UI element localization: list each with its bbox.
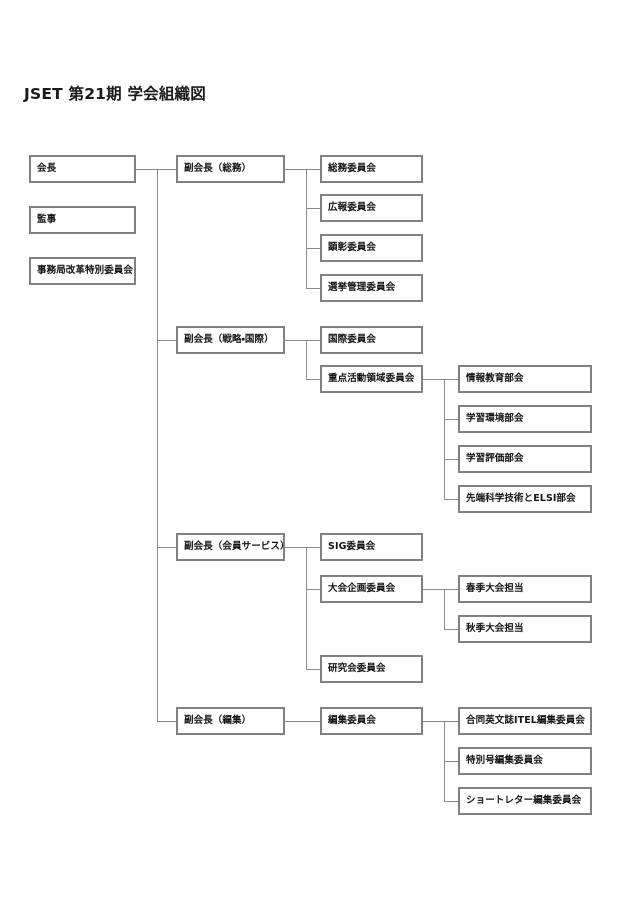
connector-taikai-to-shunki: [444, 589, 458, 590]
node-label: 秋季大会担当: [466, 622, 524, 634]
node-label: 広報委員会: [328, 201, 377, 213]
node-fukukaicho-senryaku-kokusai[interactable]: 副会長（戦略・国際）: [176, 326, 285, 354]
node-label: 学習環境部会: [466, 412, 524, 424]
node-taikai-kikaku-iinkai[interactable]: 大会企画委員会: [320, 575, 423, 603]
node-label: 副会長（会員サービス）: [184, 540, 290, 552]
connector-juten-vertical: [444, 379, 445, 499]
node-label: 国際委員会: [328, 333, 377, 345]
node-shunki-taikai-tanto[interactable]: 春季大会担当: [458, 575, 592, 603]
connector-service-to-taikai: [306, 589, 320, 590]
node-label: 顕彰委員会: [328, 241, 377, 253]
connector-senryaku-to-kokusai: [306, 340, 320, 341]
connector-service-vertical: [306, 547, 307, 669]
node-kenkyukai-iinkai[interactable]: 研究会委員会: [320, 655, 423, 683]
node-label: 総務委員会: [328, 162, 377, 174]
node-label: 春季大会担当: [466, 582, 524, 594]
connector-taikai-out: [423, 589, 444, 590]
connector-henshu-to-tokubetsugo: [444, 761, 458, 762]
node-koho-iinkai[interactable]: 広報委員会: [320, 194, 423, 222]
node-label: ショートレター編集委員会: [466, 794, 582, 806]
connector-somu-to-senkyo: [306, 288, 320, 289]
node-label: 事務局改革特別委員会: [37, 264, 134, 276]
connector-somu-vertical: [306, 169, 307, 288]
connector-taikai-to-shuki: [444, 629, 458, 630]
node-label: 先端科学技術とELSI部会: [466, 492, 576, 504]
node-label: 副会長（戦略・国際）: [184, 333, 274, 345]
connector-juten-to-sentan-elsi: [444, 499, 458, 500]
node-short-letter-henshu-iinkai[interactable]: ショートレター編集委員会: [458, 787, 592, 815]
node-jimukyoku-kaikaku[interactable]: 事務局改革特別委員会: [29, 257, 136, 285]
connector-fuku-henshu-to-henshu-iinkai: [285, 721, 320, 722]
node-kanji[interactable]: 監事: [29, 206, 136, 234]
node-kaicho[interactable]: 会長: [29, 155, 136, 183]
node-label: 監事: [37, 213, 57, 225]
connector-senryaku-vertical: [306, 340, 307, 379]
connector-trunk-to-fuku-service: [157, 547, 176, 548]
node-joho-kyoiku-bukai[interactable]: 情報教育部会: [458, 365, 592, 393]
connector-juten-to-johokyoiku: [444, 379, 458, 380]
connector-henshu-out: [423, 721, 444, 722]
node-gakushu-kankyo-bukai[interactable]: 学習環境部会: [458, 405, 592, 433]
connector-taikai-vertical: [444, 589, 445, 629]
connector-fuku-somu-out: [285, 169, 306, 170]
connector-juten-out: [423, 379, 444, 380]
connector-henshu-to-itel: [444, 721, 458, 722]
connector-juten-to-gakushukankyo: [444, 419, 458, 420]
node-label: 合同英文誌ITEL編集委員会: [466, 714, 585, 726]
node-label: 情報教育部会: [466, 372, 524, 384]
connector-trunk-vertical: [157, 169, 158, 721]
node-label: 副会長（総務）: [184, 162, 252, 174]
node-sentan-kagaku-gijutsu-elsi-bukai[interactable]: 先端科学技術とELSI部会: [458, 485, 592, 513]
node-label: 編集委員会: [328, 714, 377, 726]
node-juten-katsudo-ryoiki-iinkai[interactable]: 重点活動領域委員会: [320, 365, 423, 393]
connector-juten-to-gakushuhyoka: [444, 459, 458, 460]
node-label: 大会企画委員会: [328, 582, 396, 594]
connector-fuku-senryaku-out: [285, 340, 306, 341]
node-kensho-iinkai[interactable]: 顕彰委員会: [320, 234, 423, 262]
connector-kaicho-out: [136, 169, 157, 170]
node-label: 重点活動領域委員会: [328, 372, 415, 384]
node-fukukaicho-kaiin-service[interactable]: 副会長（会員サービス）: [176, 533, 290, 561]
node-somu-iinkai[interactable]: 総務委員会: [320, 155, 423, 183]
connector-trunk-to-fuku-henshu: [157, 721, 176, 722]
connector-somu-to-kensho: [306, 248, 320, 249]
connector-fuku-service-out: [285, 547, 306, 548]
node-gakushu-hyoka-bukai[interactable]: 学習評価部会: [458, 445, 592, 473]
node-tokubetsugo-henshu-iinkai[interactable]: 特別号編集委員会: [458, 747, 592, 775]
node-shuki-taikai-tanto[interactable]: 秋季大会担当: [458, 615, 592, 643]
connector-somu-to-koho: [306, 208, 320, 209]
node-sig-iinkai[interactable]: SIG委員会: [320, 533, 423, 561]
node-godo-eibunshi-itel-henshu-iinkai[interactable]: 合同英文誌ITEL編集委員会: [458, 707, 592, 735]
node-label: 会長: [37, 162, 57, 174]
node-label: 学習評価部会: [466, 452, 524, 464]
connector-senryaku-to-juten: [306, 379, 320, 380]
connector-henshu-to-shortletter: [444, 801, 458, 802]
node-senkyo-kanri-iinkai[interactable]: 選挙管理委員会: [320, 274, 423, 302]
node-fukukaicho-somu[interactable]: 副会長（総務）: [176, 155, 285, 183]
page-title: JSET 第21期 学会組織図: [24, 85, 206, 103]
node-label: 特別号編集委員会: [466, 754, 543, 766]
node-label: 研究会委員会: [328, 662, 386, 674]
node-label: 選挙管理委員会: [328, 281, 396, 293]
node-label: SIG委員会: [328, 540, 376, 552]
connector-somu-to-somu-iinkai: [306, 169, 320, 170]
connector-trunk-to-fuku-senryaku: [157, 340, 176, 341]
node-kokusai-iinkai[interactable]: 国際委員会: [320, 326, 423, 354]
connector-trunk-to-fuku-somu: [157, 169, 176, 170]
node-henshu-iinkai[interactable]: 編集委員会: [320, 707, 423, 735]
connector-service-to-sig: [306, 547, 320, 548]
node-fukukaicho-henshu[interactable]: 副会長（編集）: [176, 707, 285, 735]
node-label: 副会長（編集）: [184, 714, 252, 726]
connector-service-to-kenkyukai: [306, 669, 320, 670]
